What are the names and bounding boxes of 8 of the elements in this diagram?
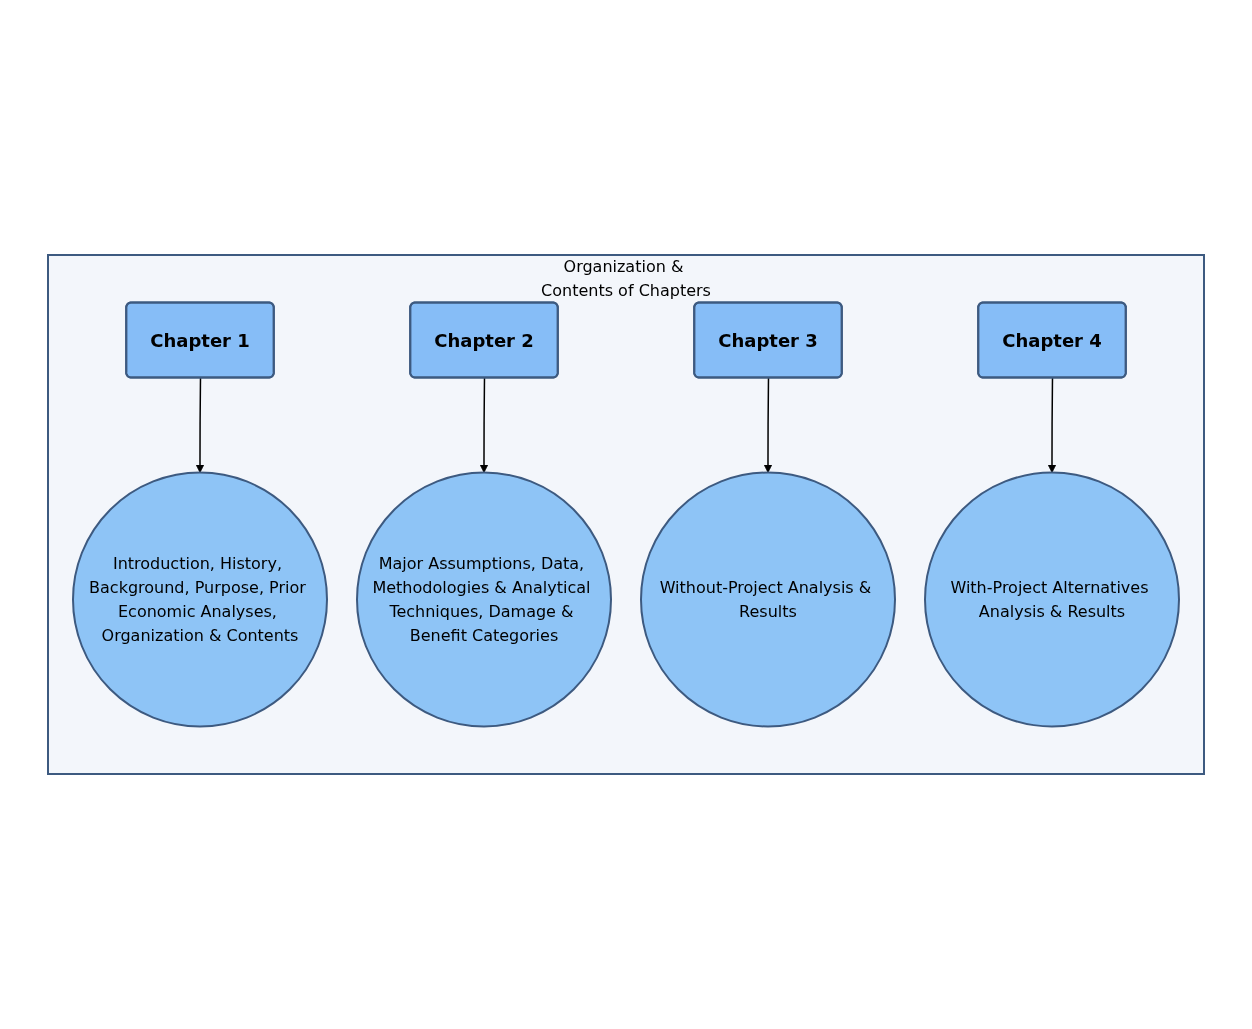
arrow [479, 377, 489, 473]
arrow [763, 377, 773, 473]
node-circle: Major Assumptions, Data, Methodologies & Analytical Techniques, Damage & Benefit Categories [356, 471, 612, 728]
node-circle: With-Project Alternatives Analysis & Results [924, 471, 1180, 728]
node-circle: Introduction, History, Background, Purpose, Prior Economic Analyses, Organization & Contents [72, 471, 328, 728]
node-circle: Without-Project Analysis & Results [640, 471, 896, 728]
arrow [1047, 377, 1057, 473]
arrow [195, 377, 205, 473]
